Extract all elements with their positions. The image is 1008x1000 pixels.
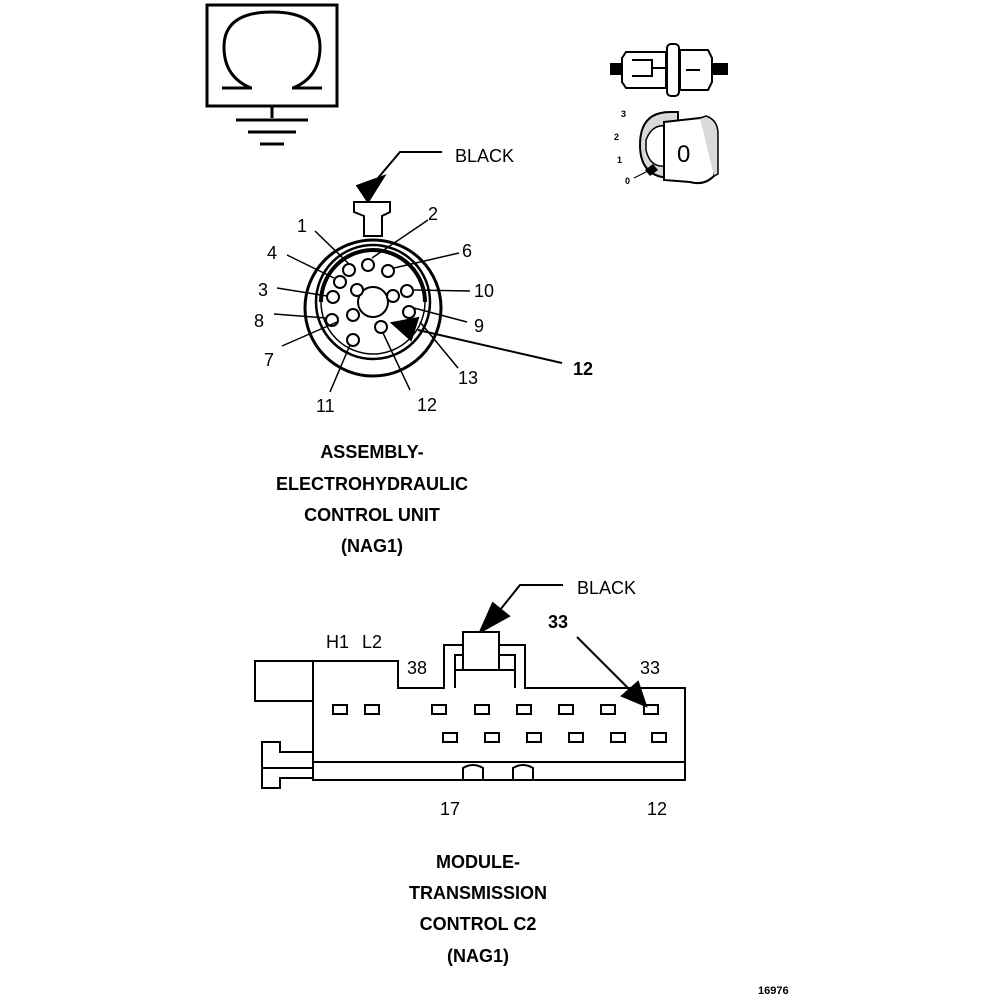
ecu-round-connector: BLACK [254, 146, 593, 556]
ecu-pin-10-label: 10 [474, 281, 494, 301]
key-label: 0 [677, 141, 690, 168]
tcm-pin-38-label: 38 [407, 658, 427, 678]
tcm-title-line-2: TRANSMISSION [409, 883, 547, 903]
tcm-title-line-4: (NAG1) [447, 946, 509, 966]
ecu-callout-label: 12 [573, 359, 593, 379]
ecu-pin-8-label: 8 [254, 311, 264, 331]
ecu-color-label: BLACK [455, 146, 514, 166]
tcm-title-line-3: CONTROL C2 [420, 914, 537, 934]
ohm-ground-symbol-icon [205, 3, 339, 146]
ecu-pin-13-label: 13 [458, 368, 478, 388]
tcm-rect-connector: BLACK [254, 578, 686, 966]
tcm-pin-17-label: 17 [440, 799, 460, 819]
ecu-title-line-1: ASSEMBLY- [320, 442, 423, 462]
key-position-3: 3 [621, 109, 626, 119]
tcm-h1-label: H1 [326, 632, 349, 652]
ecu-title-line-3: CONTROL UNIT [304, 505, 440, 525]
tcm-callout-label: 33 [548, 612, 568, 632]
key-position-1: 1 [617, 155, 622, 165]
connector-plug-icon [610, 43, 728, 97]
tcm-pin-33-label: 33 [640, 658, 660, 678]
ecu-pin-9-label: 9 [474, 316, 484, 336]
ecu-pin-12-label: 12 [417, 395, 437, 415]
ecu-title-line-2: ELECTROHYDRAULIC [276, 474, 468, 494]
ecu-pin-7-label: 7 [264, 350, 274, 370]
tcm-title-line-1: MODULE- [436, 852, 520, 872]
ecu-pin-6-label: 6 [462, 241, 472, 261]
ecu-pin-cavities [325, 258, 416, 347]
tcm-cavities-row-1 [332, 704, 659, 715]
tcm-pin-12-label: 12 [647, 799, 667, 819]
tcm-l2-label: L2 [362, 632, 382, 652]
ecu-pin-1-label: 1 [297, 216, 307, 236]
key-position-2: 2 [614, 132, 619, 142]
ecu-pin-2-label: 2 [428, 204, 438, 224]
key-position-0: 0 [625, 176, 630, 186]
ecu-pin-11-label: 11 [316, 396, 335, 416]
figure-number: 16976 [758, 985, 789, 997]
ecu-pin-4-label: 4 [267, 243, 277, 263]
ecu-pin-3-label: 3 [258, 280, 268, 300]
tcm-cavities-row-2 [442, 732, 667, 743]
ignition-key-icon: 3 2 1 0 0 [614, 109, 719, 186]
tcm-color-label: BLACK [577, 578, 636, 598]
ecu-title-line-4: (NAG1) [341, 536, 403, 556]
